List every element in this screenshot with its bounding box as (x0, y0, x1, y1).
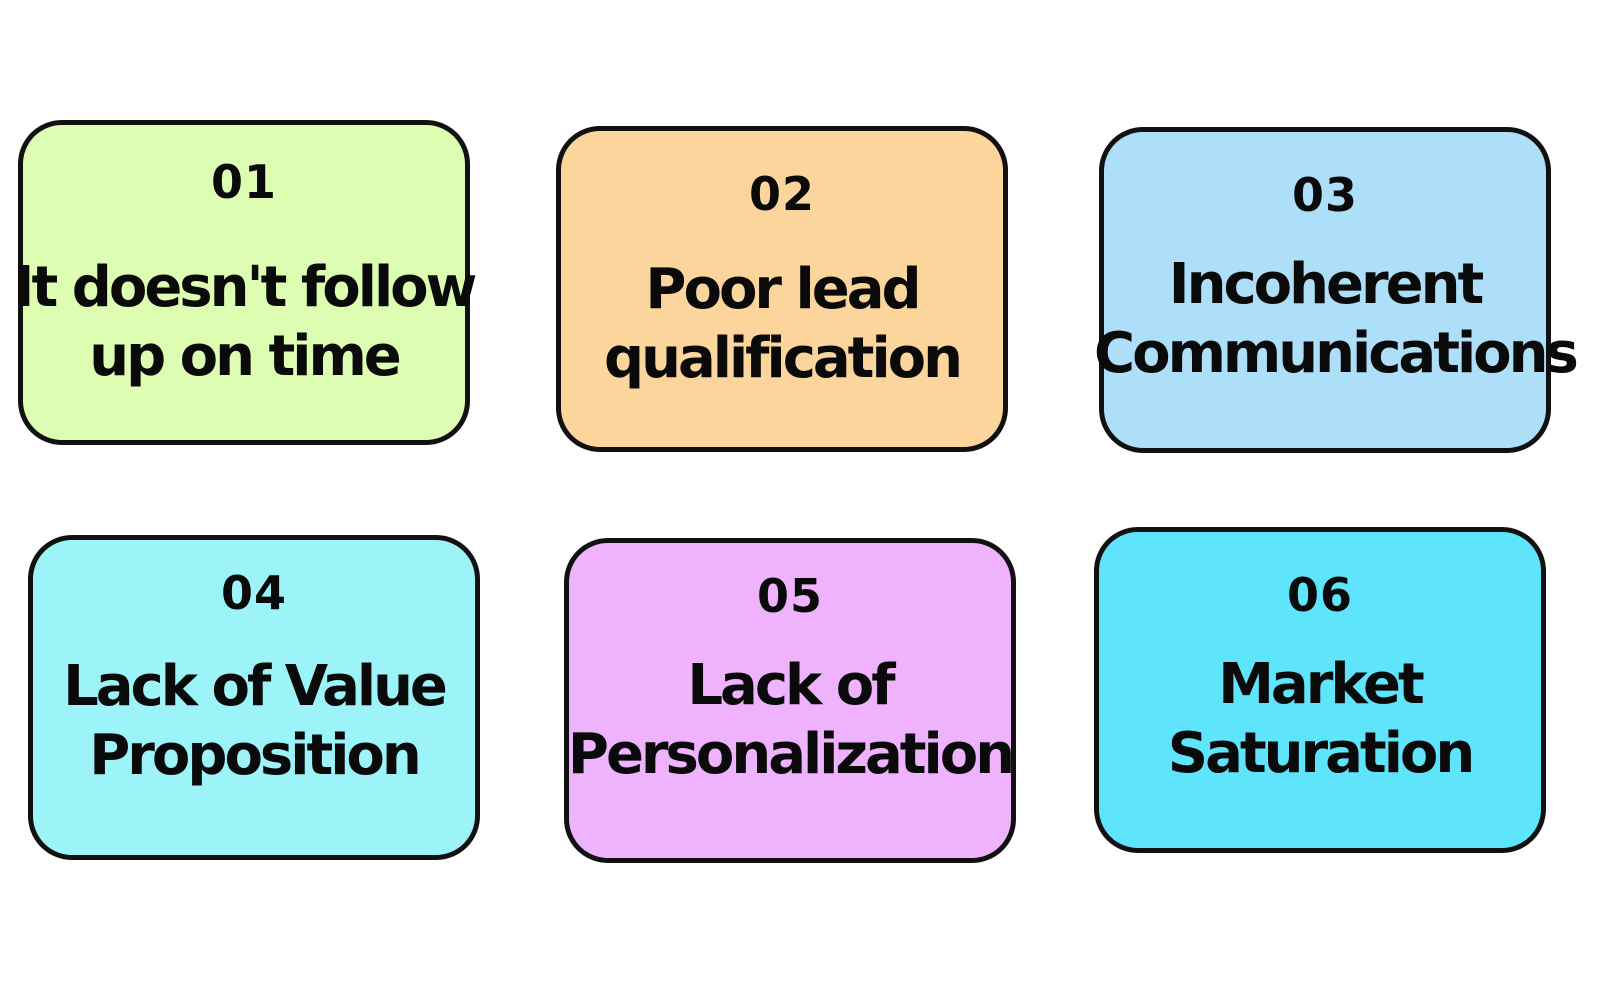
card-label-line: qualification (604, 326, 963, 391)
card-label: It doesn't follow up on time (13, 253, 478, 391)
card-label-line: up on time (89, 324, 402, 389)
card-label: Lack of Personalization (559, 651, 1021, 789)
card-number: 05 (756, 569, 823, 623)
card-label-line: It doesn't follow (13, 255, 478, 320)
card-label-line: Market (1218, 652, 1425, 717)
card-number: 04 (220, 566, 287, 620)
card-number: 06 (1286, 568, 1353, 622)
card-01: 01 It doesn't follow up on time (14, 120, 477, 445)
card-label: Poor lead qualification (551, 255, 1013, 393)
card-label-line: Incoherent (1168, 252, 1484, 317)
card-label-line: Lack of Value (63, 654, 448, 719)
card-label-line: Saturation (1167, 721, 1475, 786)
card-label-line: Communications (1094, 321, 1579, 386)
card-label-line: Poor lead (645, 257, 921, 322)
card-04: 04 Lack of Value Proposition (28, 535, 480, 860)
card-06: 06 Market Saturation (1094, 527, 1546, 853)
card-label-line: Lack of (687, 653, 895, 718)
card-number: 03 (1291, 168, 1358, 222)
card-label: Incoherent Communications (1094, 250, 1579, 388)
card-label: Lack of Value Proposition (23, 652, 485, 790)
card-05: 05 Lack of Personalization (564, 538, 1016, 863)
card-label: Market Saturation (1089, 650, 1551, 788)
card-label-line: Proposition (89, 723, 422, 788)
card-number: 01 (210, 155, 277, 209)
card-number: 02 (748, 167, 815, 221)
card-02: 02 Poor lead qualification (556, 126, 1008, 452)
card-label-line: Personalization (567, 722, 1015, 787)
card-03: 03 Incoherent Communications (1094, 127, 1579, 453)
